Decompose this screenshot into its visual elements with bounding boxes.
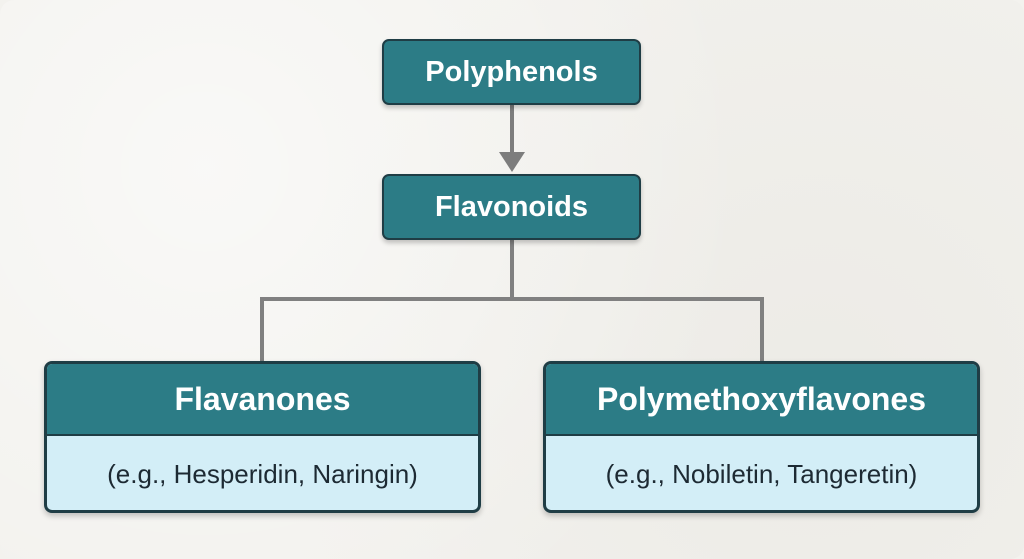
polymethoxyflavones-title: Polymethoxyflavones [597,380,926,417]
flavonoids-label: Flavonoids [434,190,589,223]
flavanones-header: Flavanones [47,364,478,436]
polyphenols-label: Polyphenols [425,55,598,88]
polymethoxyflavones-examples: (e.g., Nobiletin, Tangeretin) [605,458,918,489]
arrow-head-icon [499,152,525,172]
flavanones-card: Flavanones (e.g., Hesperidin, Naringin) [44,361,481,513]
flavonoids-node: Flavonoids [382,174,641,240]
polymethoxyflavones-header: Polymethoxyflavones [546,364,977,436]
flavanones-title: Flavanones [174,380,351,417]
polymethoxyflavones-card: Polymethoxyflavones (e.g., Nobiletin, Ta… [543,361,980,513]
polymethoxyflavones-examples-panel: (e.g., Nobiletin, Tangeretin) [546,436,977,510]
flavanones-examples-panel: (e.g., Hesperidin, Naringin) [47,436,478,510]
flavanones-examples: (e.g., Hesperidin, Naringin) [107,458,418,489]
polyphenols-node: Polyphenols [382,39,641,105]
